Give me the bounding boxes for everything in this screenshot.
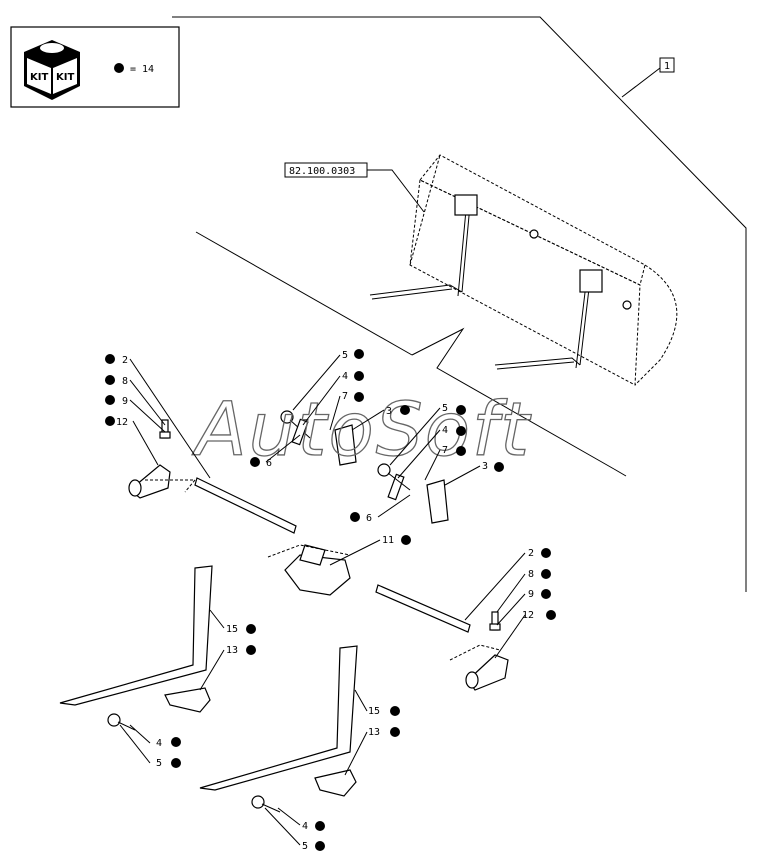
hitch-parts: [128, 410, 509, 691]
callout-dot: [541, 569, 551, 579]
rod-left: [194, 477, 297, 534]
bucket-ref-text: 82.100.0303: [289, 166, 355, 177]
ref-box-1: 1: [621, 57, 675, 98]
callout-dot: [354, 371, 364, 381]
callout-dot: [105, 416, 115, 426]
callout-label: 4: [442, 425, 448, 436]
callout-label: 13: [226, 645, 238, 656]
callout-dot: [171, 758, 181, 768]
bucket-ref-label: 82.100.0303: [284, 162, 425, 213]
callout-dot: [354, 349, 364, 359]
callout-dot: [390, 727, 400, 737]
plate-3-a: [334, 424, 357, 466]
callout-dot: [541, 548, 551, 558]
callout-dot: [171, 737, 181, 747]
callout-label: 5: [156, 758, 162, 769]
callout-label: 9: [528, 589, 534, 600]
callouts: 2 8 9 12 5 4 7 6 3 5 4 7: [105, 349, 556, 852]
callout-label: 2: [528, 548, 534, 559]
callout-label: 5: [442, 403, 448, 414]
callout-label: 5: [342, 350, 348, 361]
callout-label: 4: [302, 821, 308, 832]
callout-dot: [546, 610, 556, 620]
kit-text-left: KIT: [30, 72, 48, 83]
callout-label: 4: [342, 371, 348, 382]
callout-dot: [315, 821, 325, 831]
callout-dot: [390, 706, 400, 716]
callout-dot: [541, 589, 551, 599]
callout-label: 5: [302, 841, 308, 852]
callout-label: 11: [382, 535, 394, 546]
callout-dot: [105, 354, 115, 364]
callout-label: 15: [368, 706, 380, 717]
callout-dot: [105, 375, 115, 385]
clevis-middle: [284, 554, 351, 596]
callout-label: 3: [482, 461, 488, 472]
plate-3-b: [426, 479, 449, 524]
callout-label: 7: [342, 391, 348, 402]
callout-label: 9: [122, 396, 128, 407]
callout-dot: [456, 426, 466, 436]
forks: [59, 565, 358, 813]
callout-dot: [400, 405, 410, 415]
fork-left-bracket: [164, 687, 211, 713]
callout-label: 7: [442, 445, 448, 456]
callout-label: 13: [368, 727, 380, 738]
callout-label: 8: [528, 569, 534, 580]
callout-label: 8: [122, 376, 128, 387]
callout-label: 6: [366, 513, 372, 524]
callout-label: 12: [116, 417, 128, 428]
frame-lines: [172, 16, 747, 592]
callout-dot: [401, 535, 411, 545]
fork-right-bracket: [314, 769, 357, 797]
callout-dot: [456, 405, 466, 415]
callout-label: 3: [386, 406, 392, 417]
callout-dot: [246, 624, 256, 634]
callout-dot: [105, 395, 115, 405]
callout-dot: [315, 841, 325, 851]
ref-box-label: 1: [664, 61, 670, 72]
callout-dot: [246, 645, 256, 655]
kit-text-right: KIT: [56, 72, 74, 83]
callout-dot: [350, 512, 360, 522]
rod-right: [375, 584, 471, 633]
callout-dot: [250, 457, 260, 467]
callout-label: 2: [122, 355, 128, 366]
callout-label: 15: [226, 624, 238, 635]
callout-dot: [494, 462, 504, 472]
callout-dot: [456, 446, 466, 456]
callout-label: 12: [522, 610, 534, 621]
legend-dot: [114, 63, 124, 73]
fork-right: [199, 645, 358, 791]
bucket-illustration: [369, 154, 678, 386]
fork-left: [59, 565, 213, 706]
legend-text: = 14: [130, 64, 154, 75]
kit-legend-box: KIT KIT = 14: [10, 26, 180, 108]
callout-label: 4: [156, 738, 162, 749]
callout-dot: [354, 392, 364, 402]
callout-label: 6: [266, 458, 272, 469]
